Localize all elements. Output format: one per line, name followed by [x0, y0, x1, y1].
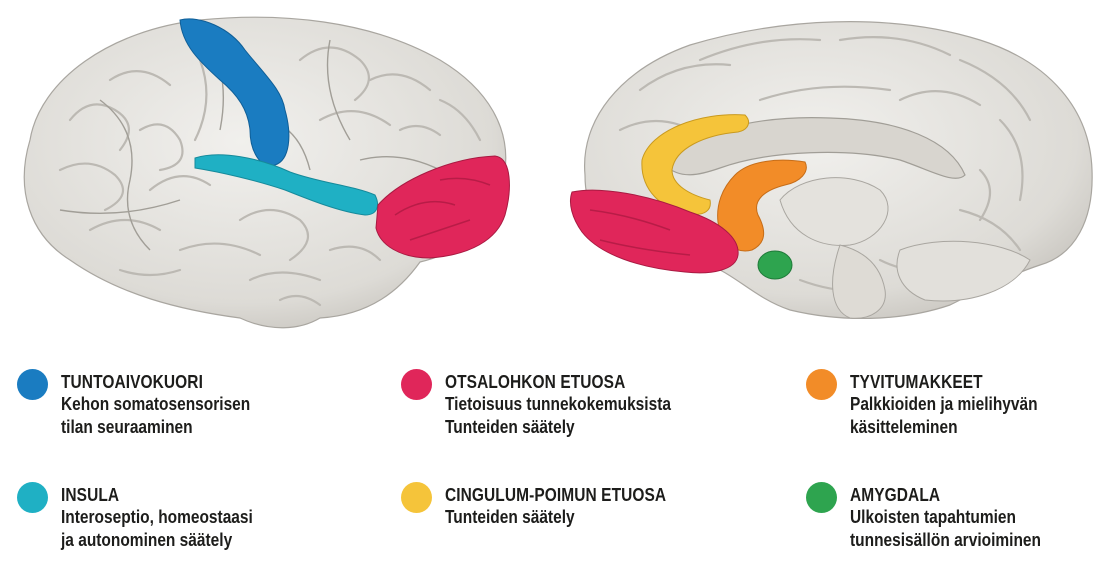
legend-dot-orange-icon [806, 369, 837, 400]
legend-description-line: tilan seuraaminen [61, 416, 250, 439]
brain-illustrations [0, 0, 1104, 350]
legend-description-line: Interoseptio, homeostaasi [61, 506, 253, 529]
legend-dot-red-icon [401, 369, 432, 400]
legend-title: AMYGDALA [850, 484, 1041, 506]
legend-description-line: käsitteleminen [850, 416, 1038, 439]
legend-title: TYVITUMAKKEET [850, 371, 1038, 393]
legend-description-line: Ulkoisten tapahtumien [850, 506, 1041, 529]
legend-description-line: Tunteiden säätely [445, 506, 666, 529]
legend-description-line: Tunteiden säätely [445, 416, 671, 439]
legend-description-line: tunnesisällön arvioiminen [850, 529, 1041, 552]
region-amygdala-medial [758, 251, 792, 279]
legend-description-line: ja autonominen säätely [61, 529, 253, 552]
legend-title: CINGULUM-POIMUN ETUOSA [445, 484, 666, 506]
legend-dot-blue-icon [17, 369, 48, 400]
legend-title: OTSALOHKON ETUOSA [445, 371, 671, 393]
legend-dot-cyan-icon [17, 482, 48, 513]
legend-description-line: Kehon somatosensorisen [61, 393, 250, 416]
legend-dot-yellow-icon [401, 482, 432, 513]
brain-lateral-view [24, 17, 509, 328]
legend-title: INSULA [61, 484, 253, 506]
legend-description-line: Tietoisuus tunnekokemuksista [445, 393, 671, 416]
brain-medial-view [570, 22, 1092, 319]
cerebellum [897, 241, 1030, 301]
legend-title: TUNTOAIVOKUORI [61, 371, 250, 393]
legend-description-line: Palkkioiden ja mielihyvän [850, 393, 1038, 416]
legend-dot-green-icon [806, 482, 837, 513]
